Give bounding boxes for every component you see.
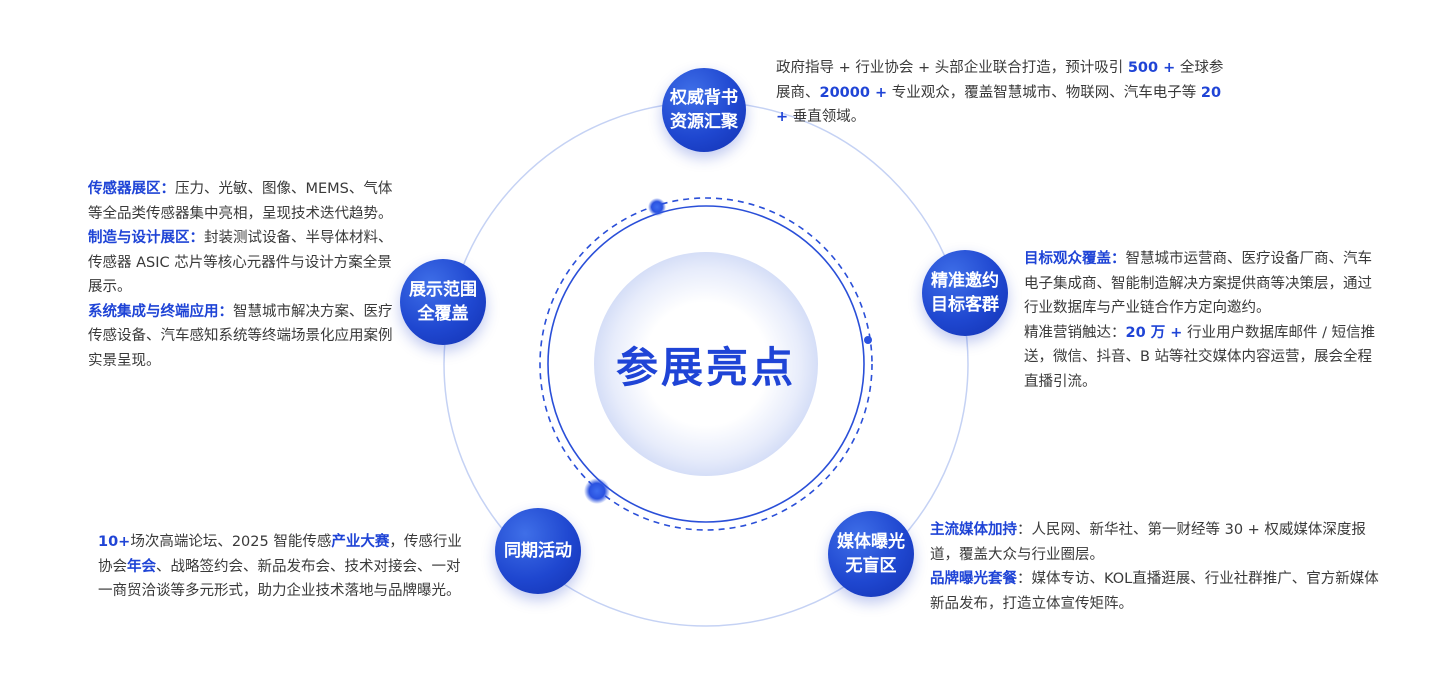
integration-zone-paragraph: 系统集成与终端应用：智慧城市解决方案、医疗传感设备、汽车感知系统等终端场景化应用…: [88, 303, 393, 369]
brand-exposure-paragraph: 品牌曝光套餐：媒体专访、KOL直播逛展、行业社群推广、官方新媒体新品发布，打造立…: [930, 571, 1379, 612]
node-media[interactable]: 媒体曝光 无盲区: [828, 511, 914, 597]
scope-description: 传感器展区：压力、光敏、图像、MEMS、气体等全品类传感器集中亮相，呈现技术迭代…: [88, 177, 398, 373]
sensor-zone-label: 传感器展区：: [88, 181, 175, 197]
node-media-line2: 无盲区: [845, 556, 897, 576]
brand-exposure-label: 品牌曝光套餐: [930, 571, 1017, 587]
node-authority-line2: 资源汇聚: [670, 112, 738, 132]
orbit-dot-bottom: [584, 478, 610, 504]
integration-zone-label: 系统集成与终端应用：: [88, 303, 233, 320]
exhibitor-count: 500 +: [1127, 60, 1176, 76]
mainstream-media-label: 主流媒体加持: [930, 522, 1017, 538]
node-events-line1: 同期活动: [504, 541, 572, 561]
orbit-dot-right: [864, 336, 872, 344]
node-audience-line1: 精准邀约: [931, 271, 999, 291]
center-title: 参展亮点: [615, 343, 796, 392]
visitor-count: 20000 +: [819, 84, 888, 101]
node-authority[interactable]: 权威背书 资源汇聚: [662, 68, 746, 152]
forum-count: 10+: [98, 534, 131, 550]
center-disc: [594, 252, 818, 476]
mainstream-media-paragraph: 主流媒体加持：人民网、新华社、第一财经等 30 + 权威媒体深度报道，覆盖大众与…: [930, 522, 1366, 563]
marketing-paragraph: 精准营销触达：20 万 + 行业用户数据库邮件 / 短信推送，微信、抖音、B 站…: [1024, 324, 1376, 390]
node-media-line1: 媒体曝光: [837, 532, 905, 552]
user-database-count: 20 万 +: [1125, 324, 1183, 341]
node-events[interactable]: 同期活动: [495, 508, 581, 594]
events-paragraph: 10+场次高端论坛、2025 智能传感产业大赛，传感行业协会年会、战略签约会、新…: [98, 534, 462, 599]
authority-description: 政府指导 + 行业协会 + 头部企业联合打造，预计吸引 500 + 全球参展商、…: [776, 56, 1226, 130]
node-audience-line2: 目标客群: [931, 295, 999, 315]
node-audience[interactable]: 精准邀约 目标客群: [922, 250, 1008, 336]
field-count: 20 +: [776, 84, 1222, 126]
authority-paragraph: 政府指导 + 行业协会 + 头部企业联合打造，预计吸引 500 + 全球参展商、…: [776, 60, 1224, 126]
node-authority-line1: 权威背书: [670, 88, 738, 108]
dashed-ring: [539, 197, 873, 531]
manufacturing-zone-label: 制造与设计展区：: [88, 230, 204, 246]
audience-coverage-label: 目标观众覆盖：: [1024, 251, 1126, 267]
events-description: 10+场次高端论坛、2025 智能传感产业大赛，传感行业协会年会、战略签约会、新…: [98, 530, 470, 604]
orbit-dot-top: [648, 198, 666, 216]
manufacturing-zone-paragraph: 制造与设计展区：封装测试设备、半导体材料、传感器 ASIC 芯片等核心元器件与设…: [88, 230, 393, 295]
competition-highlight: 产业大赛: [331, 534, 390, 550]
sensor-zone-paragraph: 传感器展区：压力、光敏、图像、MEMS、气体等全品类传感器集中亮相，呈现技术迭代…: [88, 181, 393, 222]
annual-meeting-highlight: 年会: [127, 558, 156, 575]
inner-ring: [547, 205, 865, 523]
node-scope-line1: 展示范围: [409, 280, 477, 300]
media-description: 主流媒体加持：人民网、新华社、第一财经等 30 + 权威媒体深度报道，覆盖大众与…: [930, 518, 1380, 616]
node-scope-line2: 全覆盖: [417, 304, 469, 324]
node-scope[interactable]: 展示范围 全覆盖: [400, 259, 486, 345]
audience-coverage-paragraph: 目标观众覆盖：智慧城市运营商、医疗设备厂商、汽车电子集成商、智能制造解决方案提供…: [1024, 251, 1372, 316]
audience-description: 目标观众覆盖：智慧城市运营商、医疗设备厂商、汽车电子集成商、智能制造解决方案提供…: [1024, 247, 1380, 394]
